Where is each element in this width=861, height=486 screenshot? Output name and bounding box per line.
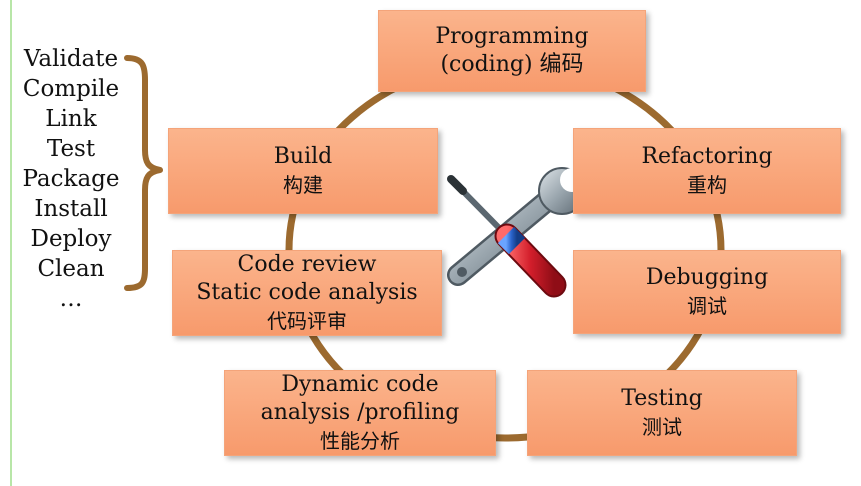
build-step: Deploy [30,226,112,252]
box-subtitle: 性能分析 [320,429,400,453]
dynamic-analysis-box: Dynamic code analysis /profiling 性能分析 [224,370,496,456]
box-title: Refactoring [641,144,773,169]
build-steps-list: Validate Compile Link Test Package Insta… [16,44,126,314]
box-title: Debugging [645,265,769,290]
programming-box: Programming (coding) 编码 [378,10,646,92]
build-step: Compile [22,76,120,102]
box-title: Code review [237,252,377,277]
debugging-box: Debugging 调试 [573,250,841,334]
curly-brace-icon [124,55,163,291]
box-title: Build [273,144,333,169]
testing-box: Testing 测试 [527,370,797,456]
box-title: analysis /profiling [260,400,460,425]
left-margin-rule [10,0,12,486]
build-step: Package [22,166,120,192]
build-step: … [59,286,83,312]
tools-icon [447,167,586,298]
build-step: Validate [23,46,119,72]
screwdriver-icon [447,175,567,298]
build-step: Install [34,196,108,222]
build-step: Clean [37,256,105,282]
refactoring-box: Refactoring 重构 [573,128,841,214]
box-subtitle: 测试 [642,415,682,439]
box-title: Testing [621,386,703,411]
box-subtitle: 代码评审 [267,309,347,333]
box-subtitle: 重构 [687,173,727,197]
box-title: Dynamic code [281,372,439,397]
box-subtitle: 构建 [283,173,323,197]
box-title: Programming [435,24,589,49]
code-review-box: Code review Static code analysis 代码评审 [172,250,442,336]
build-step: Test [46,136,96,162]
build-step: Link [45,106,97,132]
box-subtitle: 调试 [687,294,727,318]
box-subtitle: (coding) 编码 [440,52,584,77]
build-box: Build 构建 [168,128,438,214]
box-title: Static code analysis [196,280,418,305]
